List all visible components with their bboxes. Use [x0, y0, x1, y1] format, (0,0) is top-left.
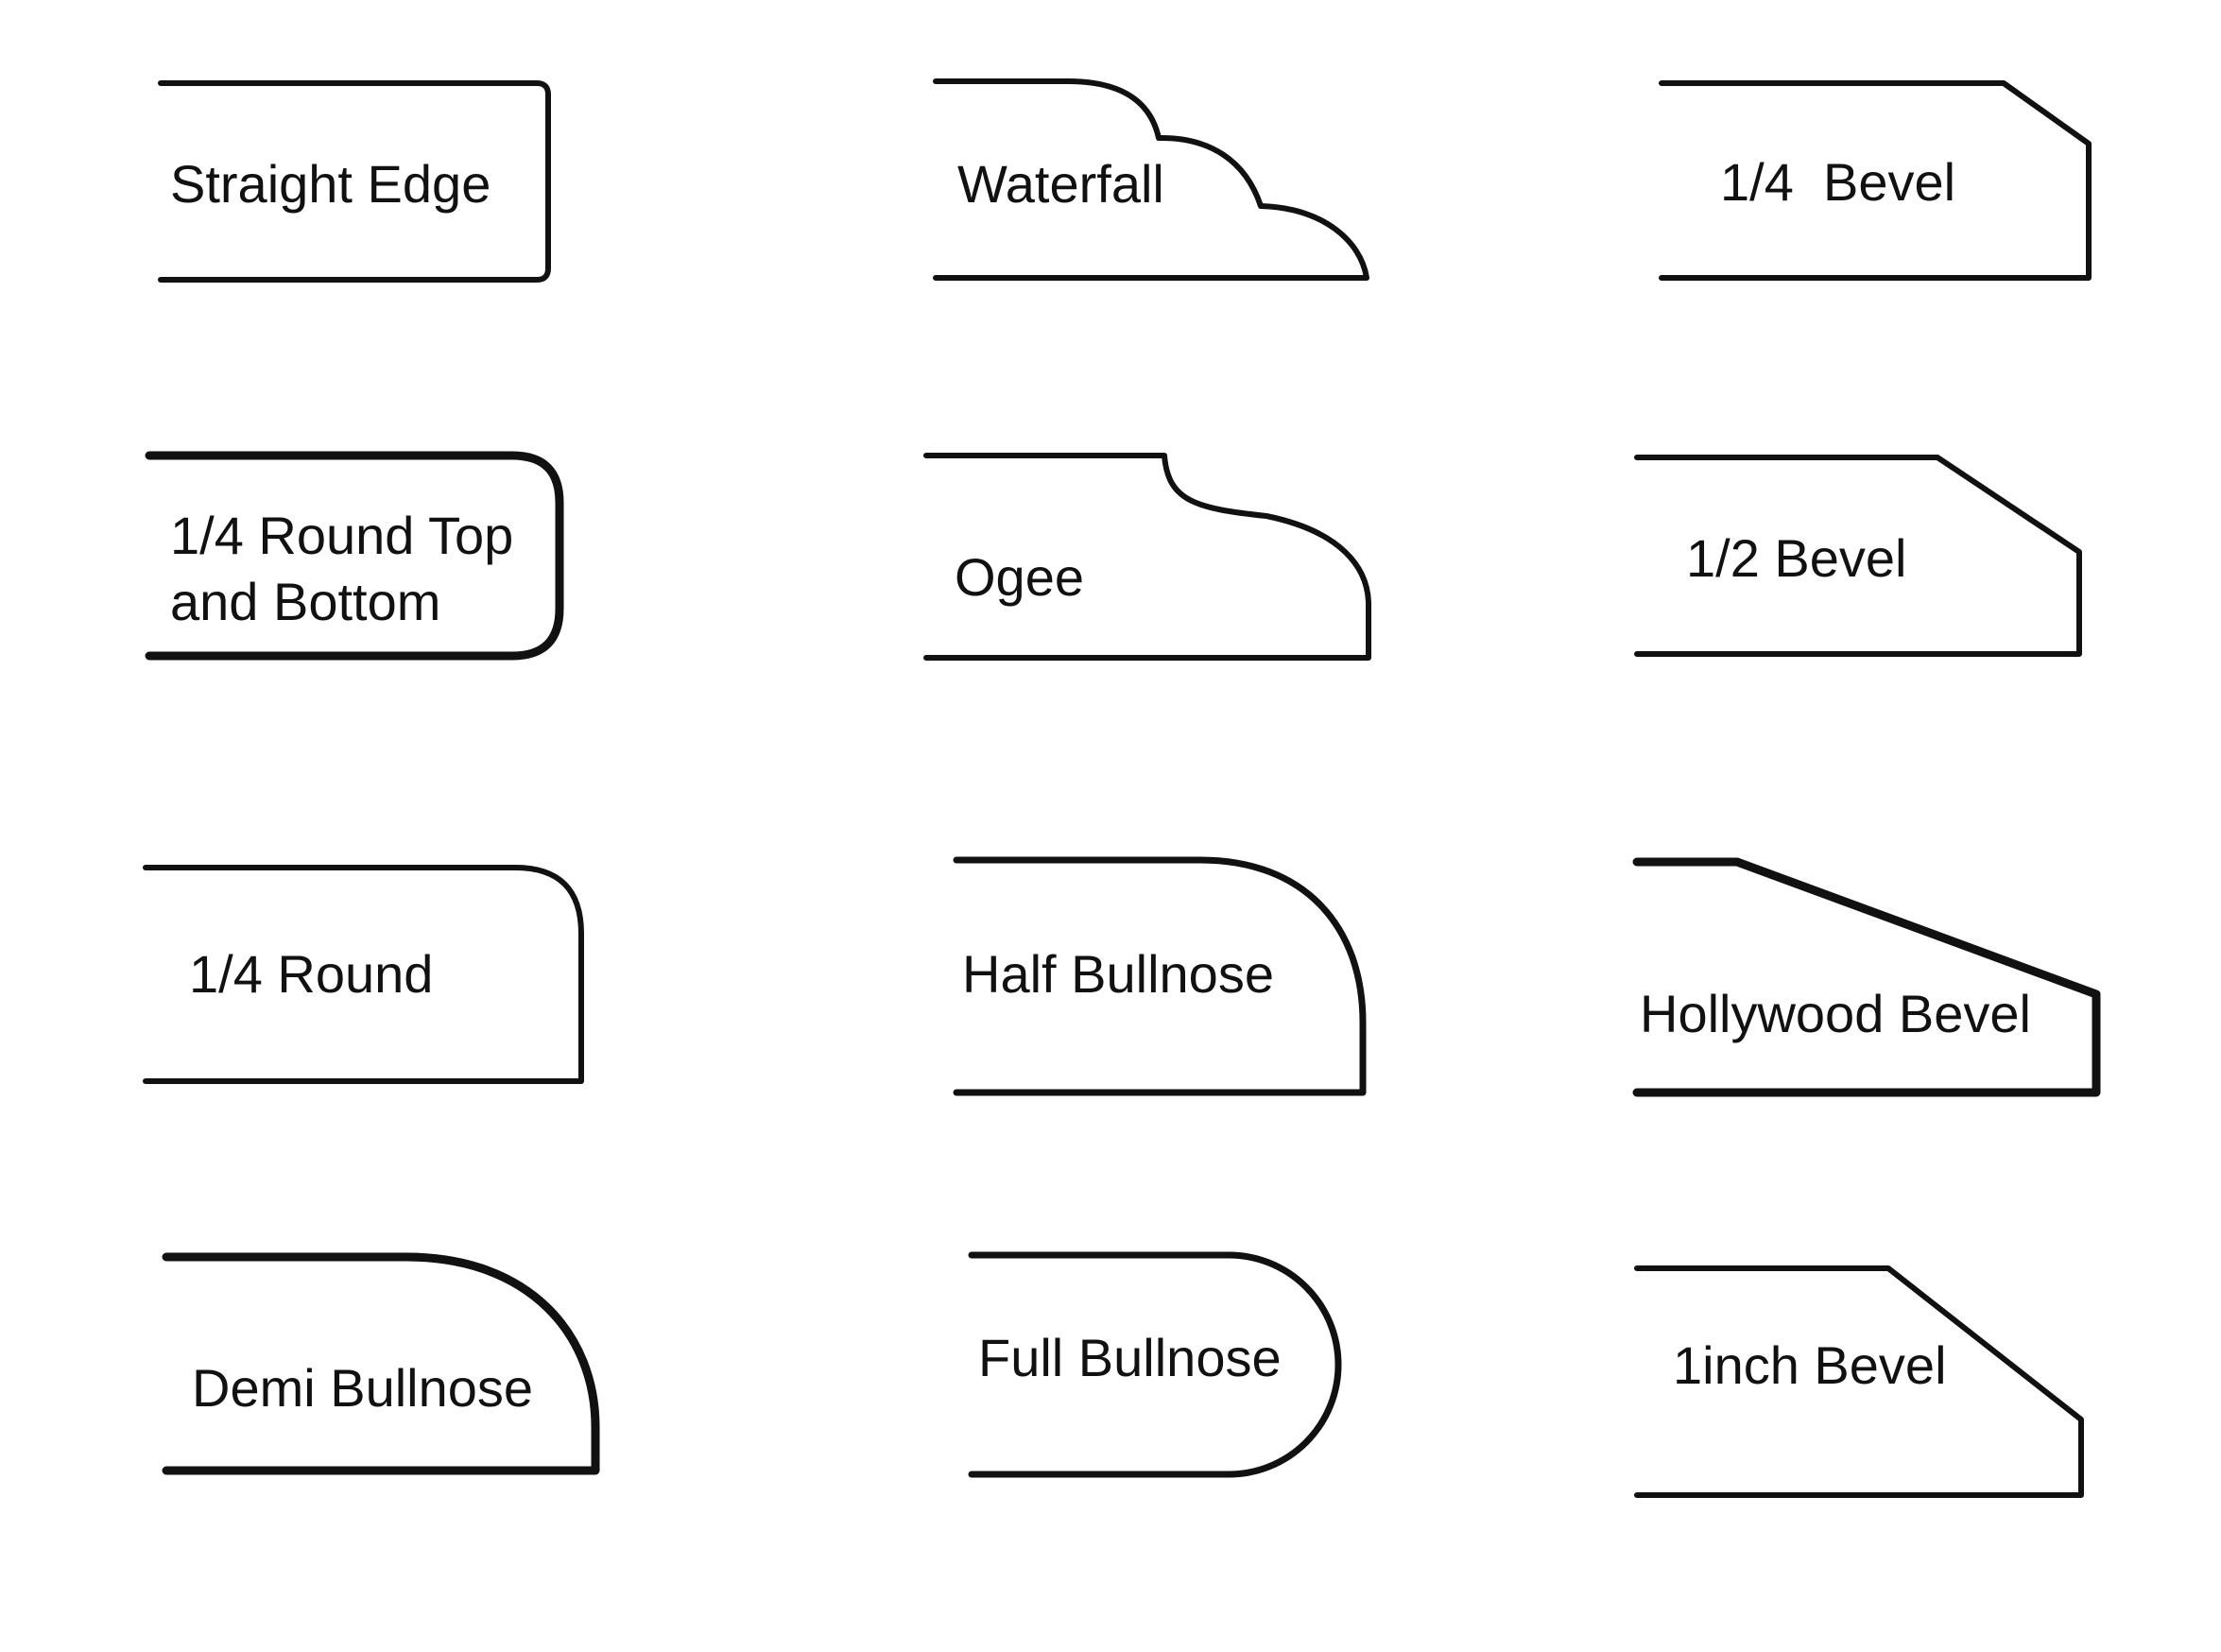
straight-edge-label: Straight Edge — [170, 154, 491, 214]
profile-quarter-round: 1/4 Round — [143, 865, 584, 1084]
hollywood-bevel-outline — [1632, 857, 2101, 1097]
straight-edge-outline — [158, 80, 551, 283]
quarter-round-top-bottom-outline — [145, 451, 564, 661]
profile-half-bullnose: Half Bullnose — [953, 856, 1367, 1096]
half-bullnose-label: Half Bullnose — [962, 944, 1274, 1004]
waterfall-label: Waterfall — [957, 154, 1164, 214]
quarter-round-top-bottom-label-line-1: 1/4 Round Top — [170, 506, 513, 565]
one-inch-bevel-outline — [1634, 1265, 2084, 1498]
half-bevel-label: 1/2 Bevel — [1686, 528, 1907, 588]
profile-half-bevel: 1/2 Bevel — [1634, 455, 2082, 657]
profile-one-inch-bevel: 1inch Bevel — [1634, 1265, 2084, 1498]
quarter-round-top-bottom-label: 1/4 Round Top and Bottom — [170, 506, 528, 631]
hollywood-bevel-label: Hollywood Bevel — [1640, 984, 2031, 1043]
full-bullnose-outline — [968, 1251, 1342, 1478]
profile-quarter-round-top-bottom: 1/4 Round Top and Bottom — [145, 451, 564, 661]
full-bullnose-label: Full Bullnose — [978, 1328, 1282, 1387]
profile-quarter-bevel: 1/4 Bevel — [1659, 80, 2092, 281]
waterfall-outline — [933, 78, 1369, 281]
ogee-label: Ogee — [955, 547, 1084, 607]
profile-straight-edge: Straight Edge — [158, 80, 551, 283]
half-bevel-outline — [1634, 455, 2082, 657]
ogee-outline — [923, 453, 1371, 661]
one-inch-bevel-label: 1inch Bevel — [1673, 1335, 1947, 1395]
quarter-bevel-label: 1/4 Bevel — [1720, 152, 1955, 212]
demi-bullnose-label: Demi Bullnose — [192, 1358, 533, 1418]
demi-bullnose-outline — [162, 1252, 600, 1475]
profile-full-bullnose: Full Bullnose — [968, 1251, 1342, 1478]
profile-ogee: Ogee — [923, 453, 1371, 661]
quarter-bevel-outline — [1659, 80, 2092, 281]
quarter-round-outline — [143, 865, 584, 1084]
profile-demi-bullnose: Demi Bullnose — [162, 1252, 600, 1475]
half-bullnose-outline — [953, 856, 1367, 1096]
quarter-round-label: 1/4 Round — [189, 944, 433, 1004]
profile-hollywood-bevel: Hollywood Bevel — [1632, 857, 2101, 1097]
quarter-round-top-bottom-label-line-2: and Bottom — [170, 572, 440, 631]
profile-waterfall: Waterfall — [933, 78, 1369, 281]
